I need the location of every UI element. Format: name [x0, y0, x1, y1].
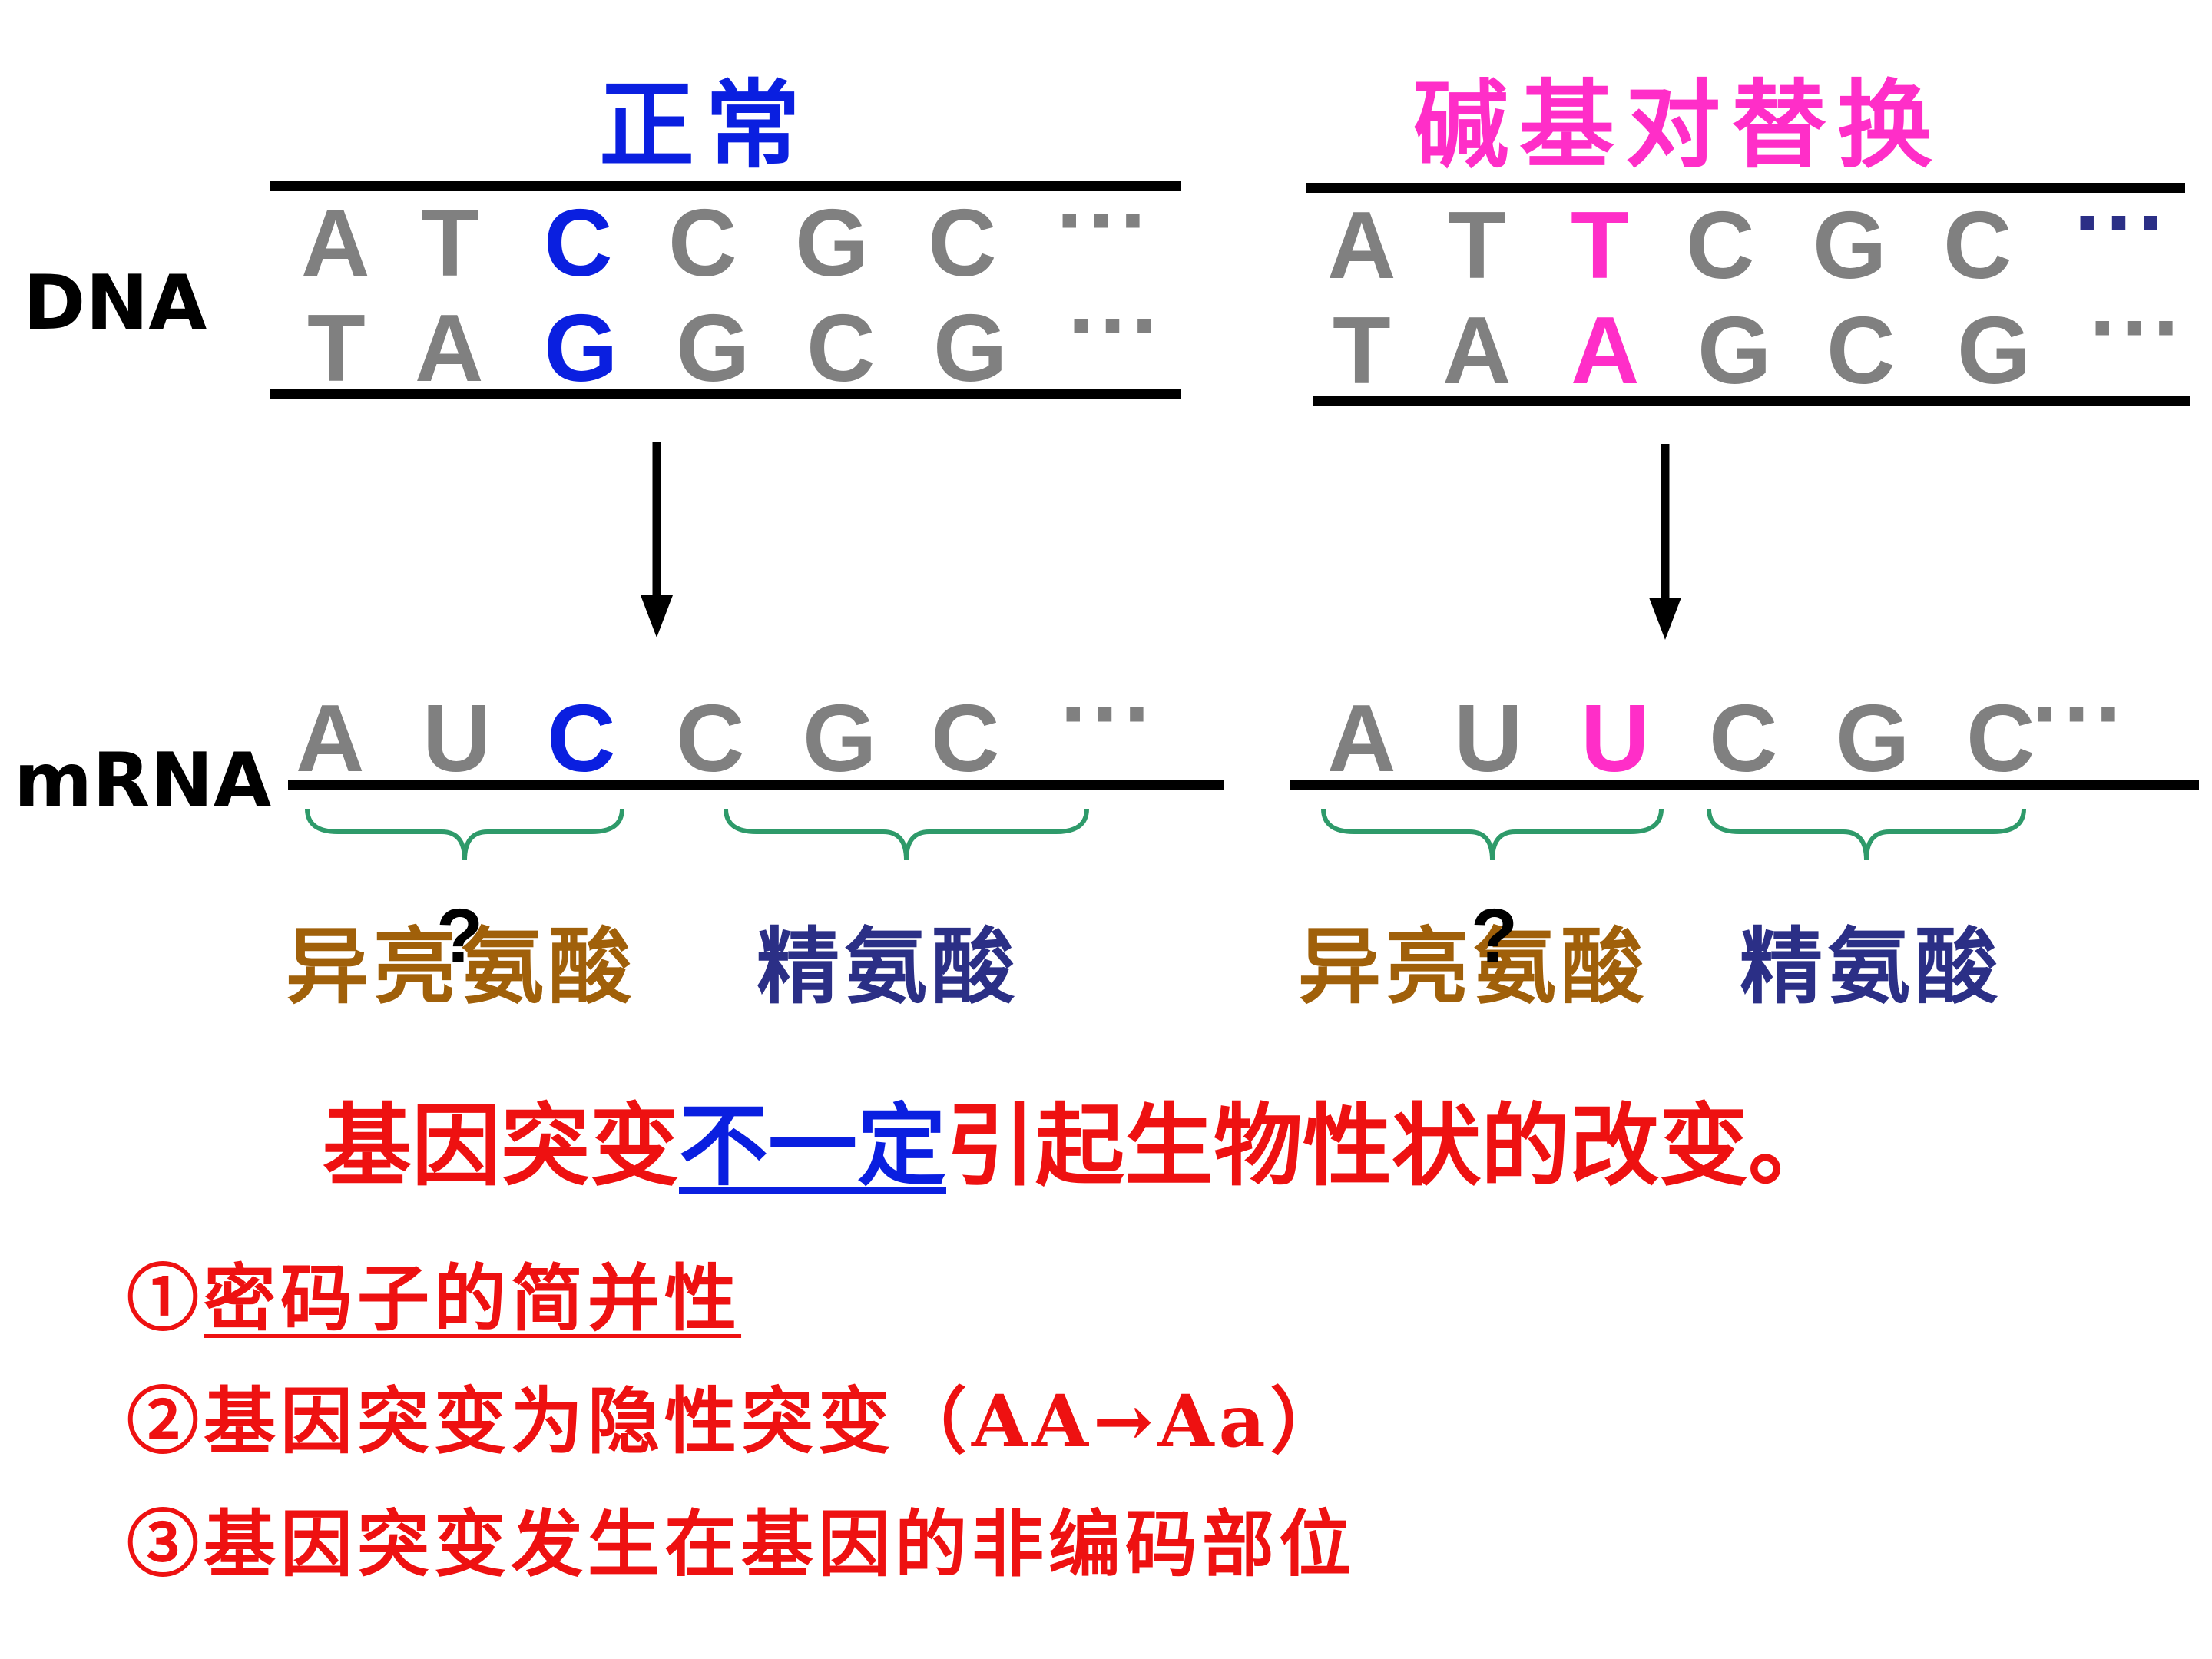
amino-acid-codon1-right: 异亮氨酸	[1298, 919, 1649, 1015]
brace-codon2-right	[1707, 808, 2026, 861]
base-mutation-site: U	[1581, 686, 1650, 792]
base-mutation-site: C	[547, 686, 616, 792]
base: U	[1454, 686, 1523, 792]
base: A	[296, 686, 365, 792]
base-mutation-site: C	[544, 190, 613, 296]
mrna-line-left	[288, 780, 1224, 790]
dna-line-bottom-right	[1313, 396, 2190, 406]
dna-line-bottom-left	[270, 389, 1181, 399]
brace-codon1-right	[1321, 808, 1664, 861]
amino-acid-codon2-right: 精氨酸	[1740, 919, 2003, 1015]
base-mutation-site: G	[544, 296, 618, 402]
base: G	[795, 190, 869, 296]
reason-text: 基因突变为隐性突变（AA→Aa）	[204, 1379, 1347, 1464]
base: A	[1327, 193, 1396, 299]
dna-line-top-left	[270, 181, 1181, 191]
reason-1: ①密码子的简并性	[127, 1240, 741, 1345]
conclusion-statement: 基因突变不一定引起生物性状的改变。	[323, 1074, 1837, 1203]
base: T	[307, 296, 366, 402]
reason-number: ②	[127, 1379, 204, 1464]
amino-acid-codon2-left: 精氨酸	[757, 919, 1020, 1015]
base: C	[928, 190, 997, 296]
ellipsis: ···	[2032, 661, 2127, 767]
base: U	[422, 686, 492, 792]
reason-number: ③	[127, 1502, 204, 1587]
base: G	[1813, 193, 1887, 299]
base: A	[1442, 298, 1512, 404]
brace-codon2-left	[724, 808, 1089, 861]
reason-number: ①	[127, 1257, 204, 1341]
base: C	[1826, 298, 1896, 404]
base: C	[806, 296, 876, 402]
reason-text: 密码子的简并性	[204, 1257, 742, 1341]
base: C	[668, 190, 737, 296]
base: G	[676, 296, 750, 402]
question-mark-left: ?	[436, 893, 484, 979]
dna-bottom-strand-right: T A A G C G ···	[0, 280, 2212, 404]
ellipsis: ···	[1056, 167, 1151, 273]
arrow-down-left	[641, 442, 673, 637]
dna-top-strand-right: A T T C G C ···	[0, 175, 2212, 299]
conclusion-pre: 基因突变	[323, 1094, 679, 1198]
title-normal: 正常	[599, 70, 812, 181]
question-mark-right: ?	[1471, 893, 1518, 979]
base: T	[421, 190, 479, 296]
amino-acid-codon1-left: 异亮氨酸	[286, 919, 637, 1015]
base: T	[1448, 193, 1506, 299]
base: C	[1686, 193, 1755, 299]
base: G	[933, 296, 1008, 402]
base: A	[1327, 686, 1396, 792]
ellipsis: ···	[2074, 170, 2169, 276]
conclusion-post: 引起生物性状的改变。	[946, 1094, 1837, 1198]
conclusion-emphasis: 不一定	[679, 1094, 946, 1198]
ellipsis: ···	[1060, 661, 1155, 767]
base: A	[301, 190, 370, 296]
base: G	[1697, 298, 1772, 404]
label-dna: DNA	[23, 260, 207, 347]
base-mutation-site: T	[1571, 193, 1629, 299]
reason-2: ②基因突变为隐性突变（AA→Aa）	[127, 1363, 1346, 1468]
base: G	[1836, 686, 1910, 792]
dna-bottom-strand-left: T A G G C G ···	[0, 278, 2212, 402]
base: C	[1709, 686, 1778, 792]
ellipsis: ···	[1068, 273, 1163, 379]
base-mutation-site: A	[1571, 298, 1640, 404]
base: A	[415, 296, 484, 402]
base: G	[803, 686, 877, 792]
title-base-substitution: 碱基对替换	[1413, 70, 1944, 181]
mrna-strand-right: A U U C G C ···	[0, 667, 2212, 792]
mrna-strand-left: A U C C G C ···	[0, 667, 2212, 792]
brace-codon1-left	[305, 808, 624, 861]
label-mrna: mRNA	[14, 737, 272, 825]
base: G	[1957, 298, 2032, 404]
base: C	[931, 686, 1000, 792]
dna-line-top-right	[1306, 183, 2185, 193]
reason-3: ③基因突变发生在基因的非编码部位	[127, 1486, 1356, 1591]
arrow-down-right	[1649, 444, 1681, 640]
dna-top-strand-left: A T C C G C ···	[0, 173, 2212, 296]
base: C	[1943, 193, 2012, 299]
reason-text: 基因突变发生在基因的非编码部位	[204, 1502, 1356, 1587]
base: C	[676, 686, 745, 792]
mrna-line-right	[1290, 780, 2199, 790]
base: T	[1333, 298, 1391, 404]
ellipsis: ···	[2089, 275, 2184, 381]
base: C	[1966, 686, 2035, 792]
